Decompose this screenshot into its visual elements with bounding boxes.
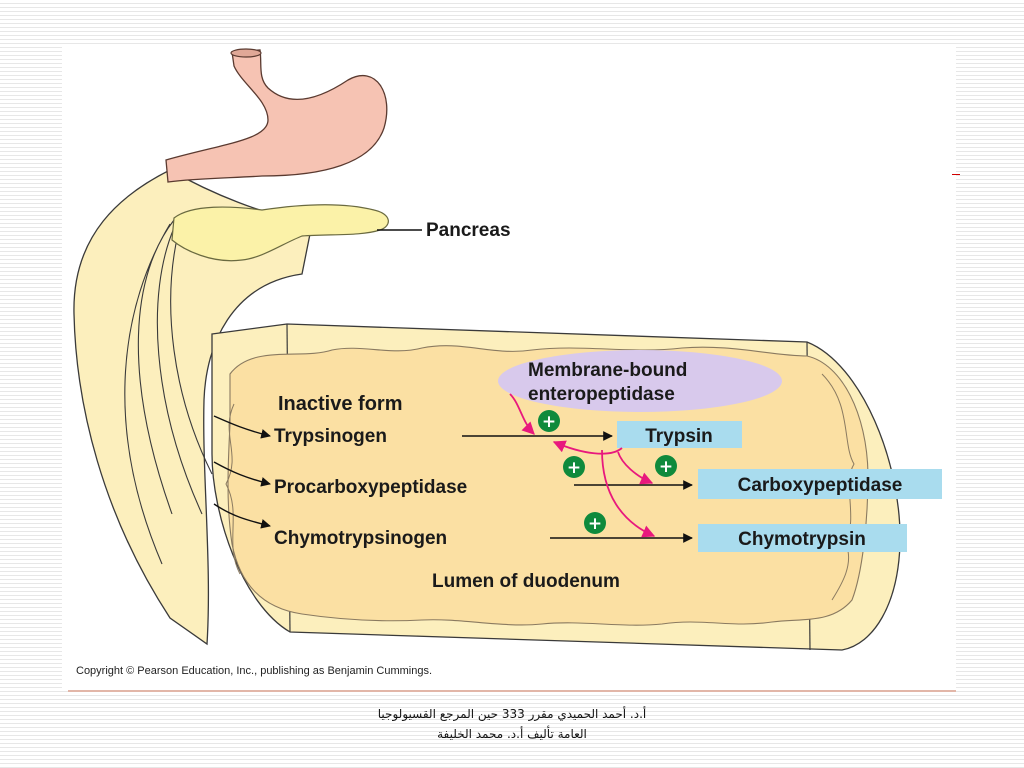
zymogen-chymotrypsinogen: Chymotrypsinogen	[274, 528, 447, 549]
duodenum-lumen	[227, 345, 869, 626]
activation-arrow-autocatalysis	[552, 440, 623, 455]
slide-edge-mark	[952, 174, 960, 175]
label-pancreas: Pancreas	[426, 220, 511, 241]
label-inactive-form: Inactive form	[278, 393, 402, 415]
label-enteropeptidase: enteropeptidase	[528, 384, 675, 405]
svg-text:+: +	[542, 412, 556, 432]
label-membrane-bound: Membrane-bound	[528, 360, 687, 381]
label-lumen: Lumen of duodenum	[432, 571, 620, 592]
stomach	[165, 49, 388, 183]
slide-panel: Pancreas Membrane-bound enteropeptidase …	[62, 44, 956, 690]
plus-badge-enteropeptidase: +	[538, 410, 560, 432]
enzyme-box-carboxypeptidase	[698, 469, 942, 499]
esophagus-opening	[230, 48, 262, 58]
footer-divider	[68, 690, 956, 692]
enzyme-box-trypsin	[617, 421, 742, 448]
duct-arrow-2	[213, 461, 271, 487]
pancreatic-enzyme-diagram: Pancreas Membrane-bound enteropeptidase …	[73, 48, 942, 677]
duct-arrow-1	[213, 415, 271, 439]
activation-arrow-chymo	[601, 449, 656, 538]
svg-text:+: +	[567, 458, 581, 478]
zymogen-procarboxypeptidase: Procarboxypeptidase	[274, 477, 467, 498]
footer-citation: أ.د. أحمد الحميدي مقرر 333 حين المرجع ال…	[312, 704, 712, 744]
citation-line-1: أ.د. أحمد الحميدي مقرر 333 حين المرجع ال…	[377, 707, 647, 721]
enzyme-box-chymotrypsin	[698, 524, 907, 552]
activation-arrow-enteropeptidase	[509, 393, 535, 435]
citation-line-2: العامة تأليف أ.د. محمد الخليفة	[437, 727, 587, 741]
plus-badge-trypsin-auto: +	[563, 456, 585, 478]
enteropeptidase-ellipse	[498, 350, 782, 412]
zymogen-trypsinogen: Trypsinogen	[274, 426, 387, 447]
activation-arrow-carboxy	[617, 451, 654, 485]
svg-text:+: +	[659, 457, 673, 477]
plus-badge-chymo: +	[584, 512, 606, 534]
enzyme-trypsin: Trypsin	[645, 426, 713, 447]
copyright-text: Copyright © Pearson Education, Inc., pub…	[76, 665, 432, 677]
enzyme-chymotrypsin: Chymotrypsin	[738, 529, 866, 550]
enzyme-carboxypeptidase: Carboxypeptidase	[738, 475, 903, 496]
svg-text:+: +	[588, 514, 602, 534]
duct-branches	[124, 219, 213, 565]
plus-badge-carboxy: +	[655, 455, 677, 477]
duct-arrow-3	[213, 503, 271, 529]
